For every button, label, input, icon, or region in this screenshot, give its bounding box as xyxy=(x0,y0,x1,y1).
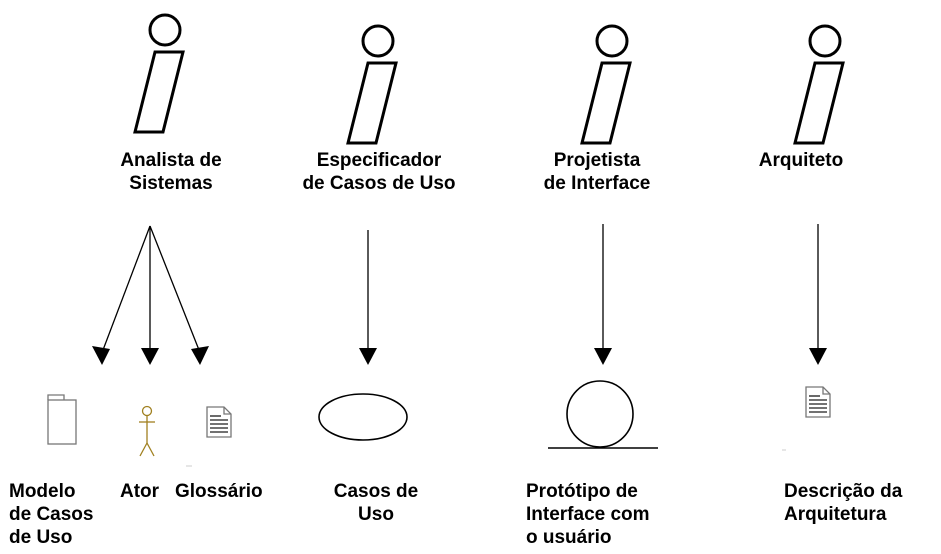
artifact-label-modelo: Modelo de Casos de Uso xyxy=(9,480,93,549)
artifact-label-prototipo: Protótipo de Interface com o usuário xyxy=(526,480,650,549)
artifact-label-line: Interface com xyxy=(526,504,650,525)
worker-label-line: Especificador xyxy=(316,150,442,171)
worker-label-especificador: Especificador de Casos de Uso xyxy=(281,149,477,195)
worker-arquiteto-icon xyxy=(793,24,845,145)
worker-label-projetista: Projetista de Interface xyxy=(514,149,680,195)
arrowhead-prototipo xyxy=(594,348,612,365)
artifact-label-line: Arquitetura xyxy=(784,504,887,525)
artifact-label-line: o usuário xyxy=(526,527,612,548)
worker-label-arquiteto: Arquiteto xyxy=(735,149,867,172)
arrowhead-glossario xyxy=(191,346,209,365)
boundary-icon xyxy=(548,380,658,449)
folder-icon xyxy=(47,394,77,445)
artifact-label-descricao: Descrição da Arquitetura xyxy=(784,480,902,526)
worker-projetista-icon xyxy=(580,24,632,145)
arrowhead-descricao xyxy=(809,348,827,365)
document-icon-glossario xyxy=(206,406,232,438)
artifact-label-line: Modelo xyxy=(9,481,76,502)
worker-label-line: de Interface xyxy=(543,173,651,194)
worker-analista-icon xyxy=(133,13,185,134)
use-case-ellipse-icon xyxy=(318,393,408,441)
artifact-label-line: Protótipo de xyxy=(526,481,638,502)
worker-label-analista: Analista de Sistemas xyxy=(103,149,239,195)
worker-label-line: Analista de xyxy=(120,150,222,171)
artifact-label-glossario: Glossário xyxy=(175,481,263,502)
arrows-analista xyxy=(102,225,200,351)
artifact-label-line: Uso xyxy=(358,504,394,525)
arrowhead-ator xyxy=(141,348,159,365)
artifact-label-line: Casos de xyxy=(333,481,419,502)
artifact-label-casos: Casos de Uso xyxy=(308,480,444,526)
worker-especificador-icon xyxy=(346,24,398,145)
arrowhead-modelo xyxy=(92,346,110,365)
artifact-label-line: Descrição da xyxy=(784,481,903,502)
worker-label-line: de Casos de Uso xyxy=(302,173,456,194)
actor-icon xyxy=(139,405,155,457)
artifact-label-line: de Uso xyxy=(9,527,73,548)
artifact-label-ator: Ator xyxy=(120,481,160,502)
artifact-label-line: de Casos xyxy=(9,504,94,525)
worker-label-line: Sistemas xyxy=(129,173,213,194)
document-icon-descricao xyxy=(805,386,831,418)
worker-label-line: Arquiteto xyxy=(758,150,844,171)
arrowhead-casos xyxy=(359,348,377,365)
worker-label-line: Projetista xyxy=(553,150,641,171)
